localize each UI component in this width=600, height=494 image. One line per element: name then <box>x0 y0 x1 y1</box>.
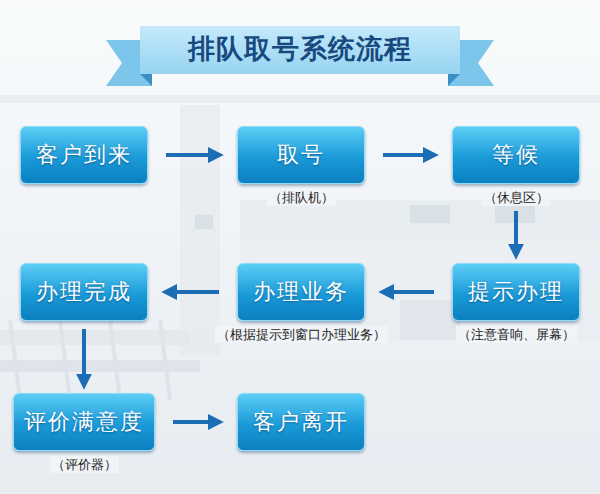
step-label: 等候 <box>492 140 540 170</box>
process-box: 提示办理 <box>452 263 580 321</box>
flow-arrow <box>166 153 219 157</box>
step-label: 客户离开 <box>253 407 349 437</box>
process-box: 客户离开 <box>237 393 365 451</box>
flow-arrow <box>82 329 86 385</box>
flow-arrow <box>514 211 518 255</box>
process-box: 办理完成 <box>20 263 148 321</box>
step-label: 办理完成 <box>36 277 132 307</box>
step-label: 提示办理 <box>468 277 564 307</box>
flow-arrow <box>383 153 434 157</box>
step-note: （排队机） <box>267 189 336 206</box>
step-note: （根据提示到窗口办理业务） <box>215 326 388 343</box>
flow-arrow <box>173 420 219 424</box>
process-box: 等候 <box>452 126 580 184</box>
flow-arrow <box>166 290 219 294</box>
step-label: 客户到来 <box>36 140 132 170</box>
process-box: 办理业务 <box>237 263 365 321</box>
step-label: 评价满意度 <box>24 407 144 437</box>
step-label: 取号 <box>277 140 325 170</box>
step-note: （评价器） <box>50 456 119 473</box>
process-box: 取号 <box>237 126 365 184</box>
diagram-title: 排队取号系统流程 <box>0 29 600 69</box>
step-note: （休息区） <box>482 189 551 206</box>
step-label: 办理业务 <box>253 277 349 307</box>
step-note: （注意音响、屏幕） <box>456 326 577 343</box>
bank-interior <box>0 95 600 494</box>
flow-arrow <box>383 290 434 294</box>
process-box: 客户到来 <box>20 126 148 184</box>
process-box: 评价满意度 <box>13 393 155 451</box>
